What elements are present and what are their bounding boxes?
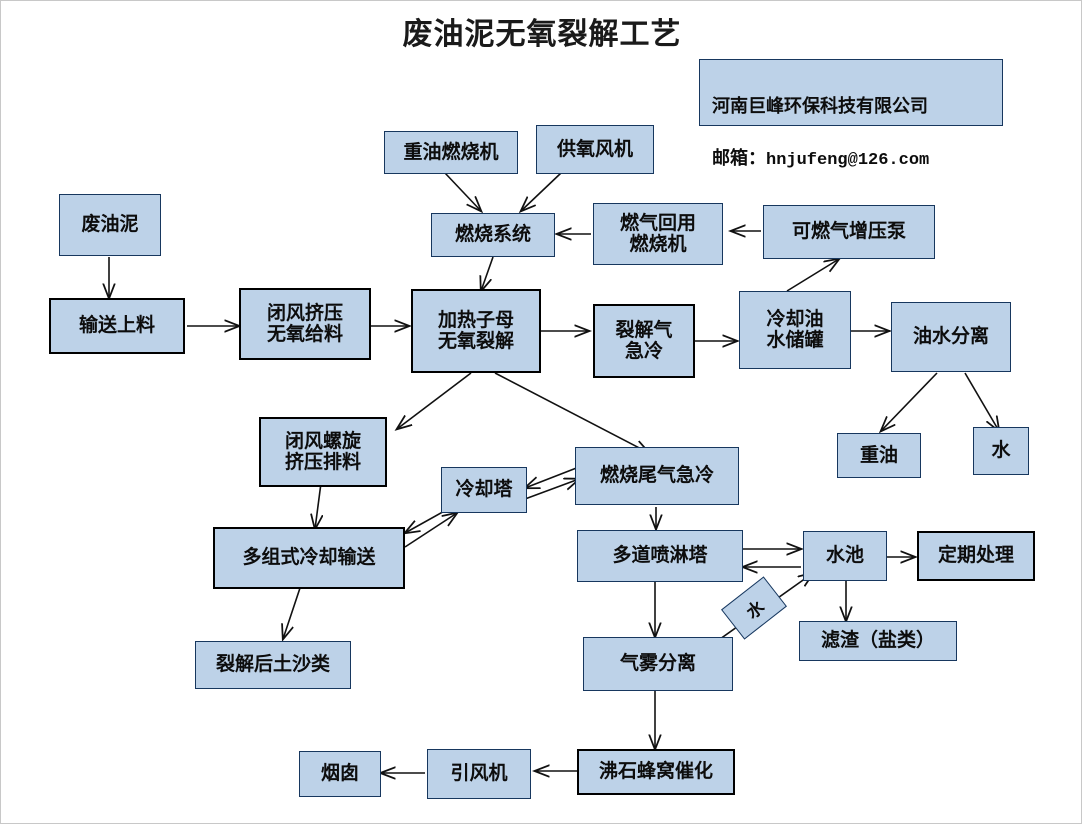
node-multi-group-cooling-conveying[interactable]: 多组式冷却输送 <box>213 527 405 589</box>
node-pyrolyzed-soil-sand[interactable]: 裂解后土沙类 <box>195 641 351 689</box>
node-heating-pyrolysis[interactable]: 加热子母 无氧裂解 <box>411 289 541 373</box>
node-conveying-feeding[interactable]: 输送上料 <box>49 298 185 354</box>
node-pyrolysis-gas-quench[interactable]: 裂解气 急冷 <box>593 304 695 378</box>
node-gas-reuse-burner[interactable]: 燃气回用 燃烧机 <box>593 203 723 265</box>
node-flue-gas-quench[interactable]: 燃烧尾气急冷 <box>575 447 739 505</box>
node-heavy-oil-burner[interactable]: 重油燃烧机 <box>384 131 518 174</box>
node-oil-water-separation[interactable]: 油水分离 <box>891 302 1011 372</box>
node-cooling-oil-water-tank[interactable]: 冷却油 水储罐 <box>739 291 851 369</box>
company-email-line: 邮箱：hnjufeng@126.com <box>712 145 992 174</box>
node-chimney[interactable]: 烟囱 <box>299 751 381 797</box>
node-periodic-treatment[interactable]: 定期处理 <box>917 531 1035 581</box>
label-water-return: 水 <box>721 576 787 640</box>
node-oxygen-fan[interactable]: 供氧风机 <box>536 125 654 174</box>
node-cooling-tower[interactable]: 冷却塔 <box>441 467 527 513</box>
node-water-output[interactable]: 水 <box>973 427 1029 475</box>
page-title: 废油泥无氧裂解工艺 <box>402 18 682 51</box>
node-water-pool[interactable]: 水池 <box>803 531 887 581</box>
node-mist-separation[interactable]: 气雾分离 <box>583 637 733 691</box>
node-filter-residue[interactable]: 滤渣（盐类） <box>799 621 957 661</box>
node-combustion-system[interactable]: 燃烧系统 <box>431 213 555 257</box>
email-value: hnjufeng@126.com <box>766 151 930 171</box>
node-airlock-extrusion-feed[interactable]: 闭风挤压 无氧给料 <box>239 288 371 360</box>
email-label: 邮箱： <box>712 148 766 169</box>
node-airlock-screw-discharge[interactable]: 闭风螺旋 挤压排料 <box>259 417 387 487</box>
company-info-box: 河南巨峰环保科技有限公司 邮箱：hnjufeng@126.com <box>699 59 1003 170</box>
node-heavy-oil[interactable]: 重油 <box>837 433 921 478</box>
node-multi-stage-spray-tower[interactable]: 多道喷淋塔 <box>577 530 743 582</box>
node-waste-oil-sludge[interactable]: 废油泥 <box>59 194 161 256</box>
node-combustible-gas-pump[interactable]: 可燃气增压泵 <box>763 205 935 259</box>
node-zeolite-honeycomb-catalysis[interactable]: 沸石蜂窝催化 <box>577 749 735 795</box>
company-name: 河南巨峰环保科技有限公司 <box>712 96 928 117</box>
node-induced-draft-fan[interactable]: 引风机 <box>427 749 531 799</box>
